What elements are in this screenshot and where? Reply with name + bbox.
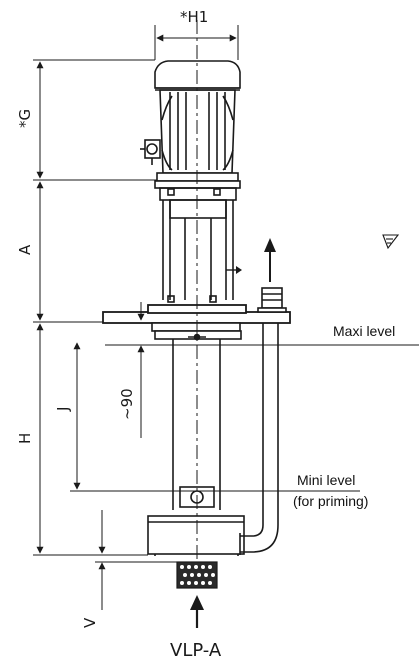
flow-arrow-icon [382,234,400,250]
dim-v-label: V [81,617,99,628]
pipe-arrow-icon [264,238,276,252]
maxi-level-label: Maxi level [333,323,395,339]
mini-level-note: (for priming) [293,493,368,509]
dimension-lines [33,25,239,610]
motor [140,60,241,189]
dim-g-label: *G [16,109,34,128]
discharge-pipe [239,248,287,555]
dim-90-label: ~90 [118,388,136,420]
pump-column [147,322,245,556]
dim-h1-label: *H1 [180,8,208,26]
model-label: VLP-A [170,640,222,661]
strainer-mesh [176,561,218,589]
level-lines [70,344,419,492]
dim-j-label: J [54,407,72,412]
dim-a-label: A [16,244,34,255]
lantern-bracket [159,187,242,303]
dim-h-label: H [16,433,34,444]
mini-level-label: Mini level [297,472,355,488]
inlet-arrow-icon [190,595,204,610]
